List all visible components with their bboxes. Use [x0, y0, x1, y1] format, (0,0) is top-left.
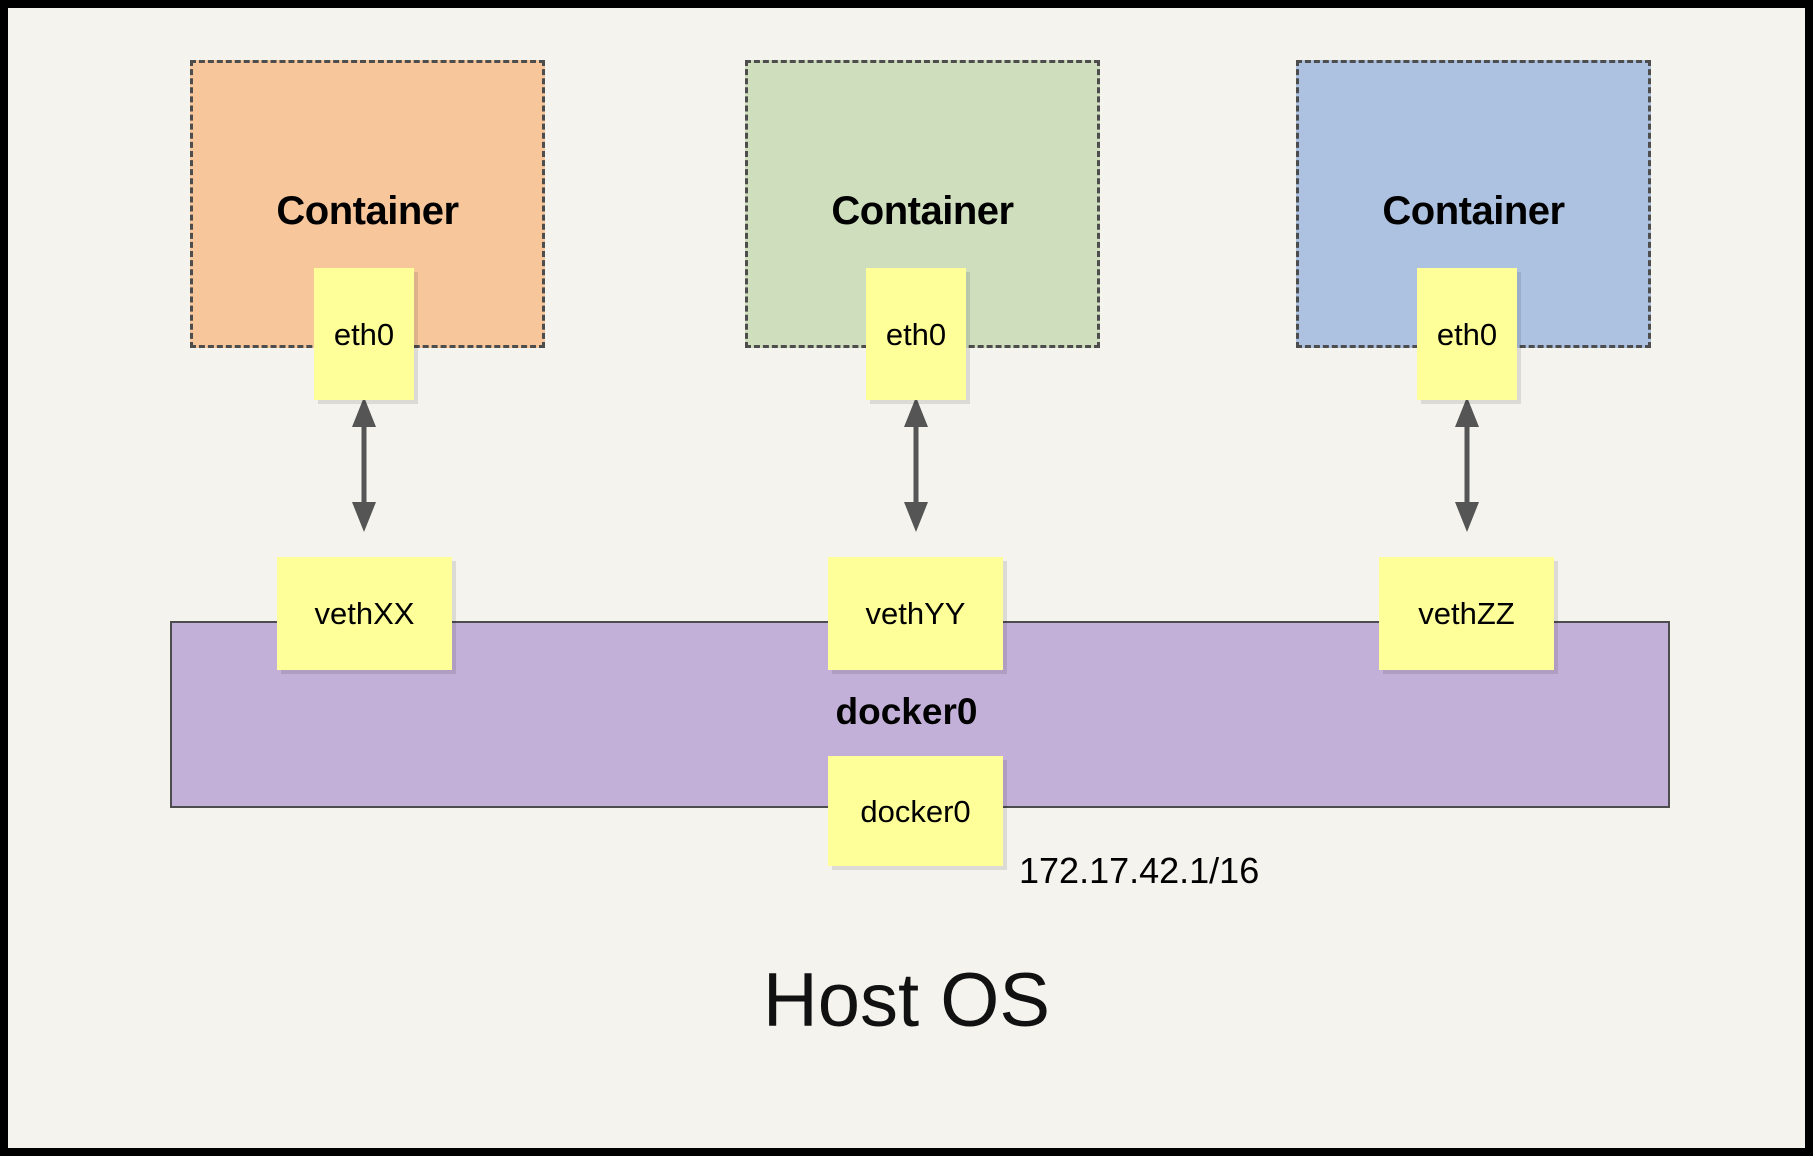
- double-arrow-icon-2: [904, 397, 928, 532]
- veth-label-2: vethYY: [865, 596, 966, 631]
- eth0-interface-1: eth0: [314, 268, 414, 400]
- docker0-interface-label: docker0: [860, 793, 971, 829]
- eth0-label-3: eth0: [1436, 316, 1498, 352]
- docker0-interface-note: docker0: [828, 756, 1003, 866]
- eth0-interface-2: eth0: [866, 268, 966, 400]
- container-title-1: Container: [276, 189, 459, 233]
- double-arrow-icon-1: [352, 397, 376, 532]
- double-arrow-icon-3: [1455, 397, 1479, 532]
- veth-interface-3: vethZZ: [1379, 557, 1554, 670]
- eth0-label-2: eth0: [885, 316, 947, 352]
- docker0-ip-address: 172.17.42.1/16: [1019, 850, 1260, 891]
- eth0-label-1: eth0: [333, 316, 395, 352]
- veth-label-1: vethXX: [314, 596, 415, 631]
- eth0-interface-3: eth0: [1417, 268, 1517, 400]
- container-title-3: Container: [1382, 189, 1565, 233]
- veth-interface-2: vethYY: [828, 557, 1003, 670]
- host-os-label: Host OS: [762, 958, 1051, 1043]
- host-os-frame: Container eth0 Container eth0 Container …: [8, 8, 1805, 1148]
- veth-interface-1: vethXX: [277, 557, 452, 670]
- veth-label-3: vethZZ: [1418, 596, 1515, 631]
- docker0-bridge-title: docker0: [835, 691, 978, 732]
- container-title-2: Container: [831, 189, 1014, 233]
